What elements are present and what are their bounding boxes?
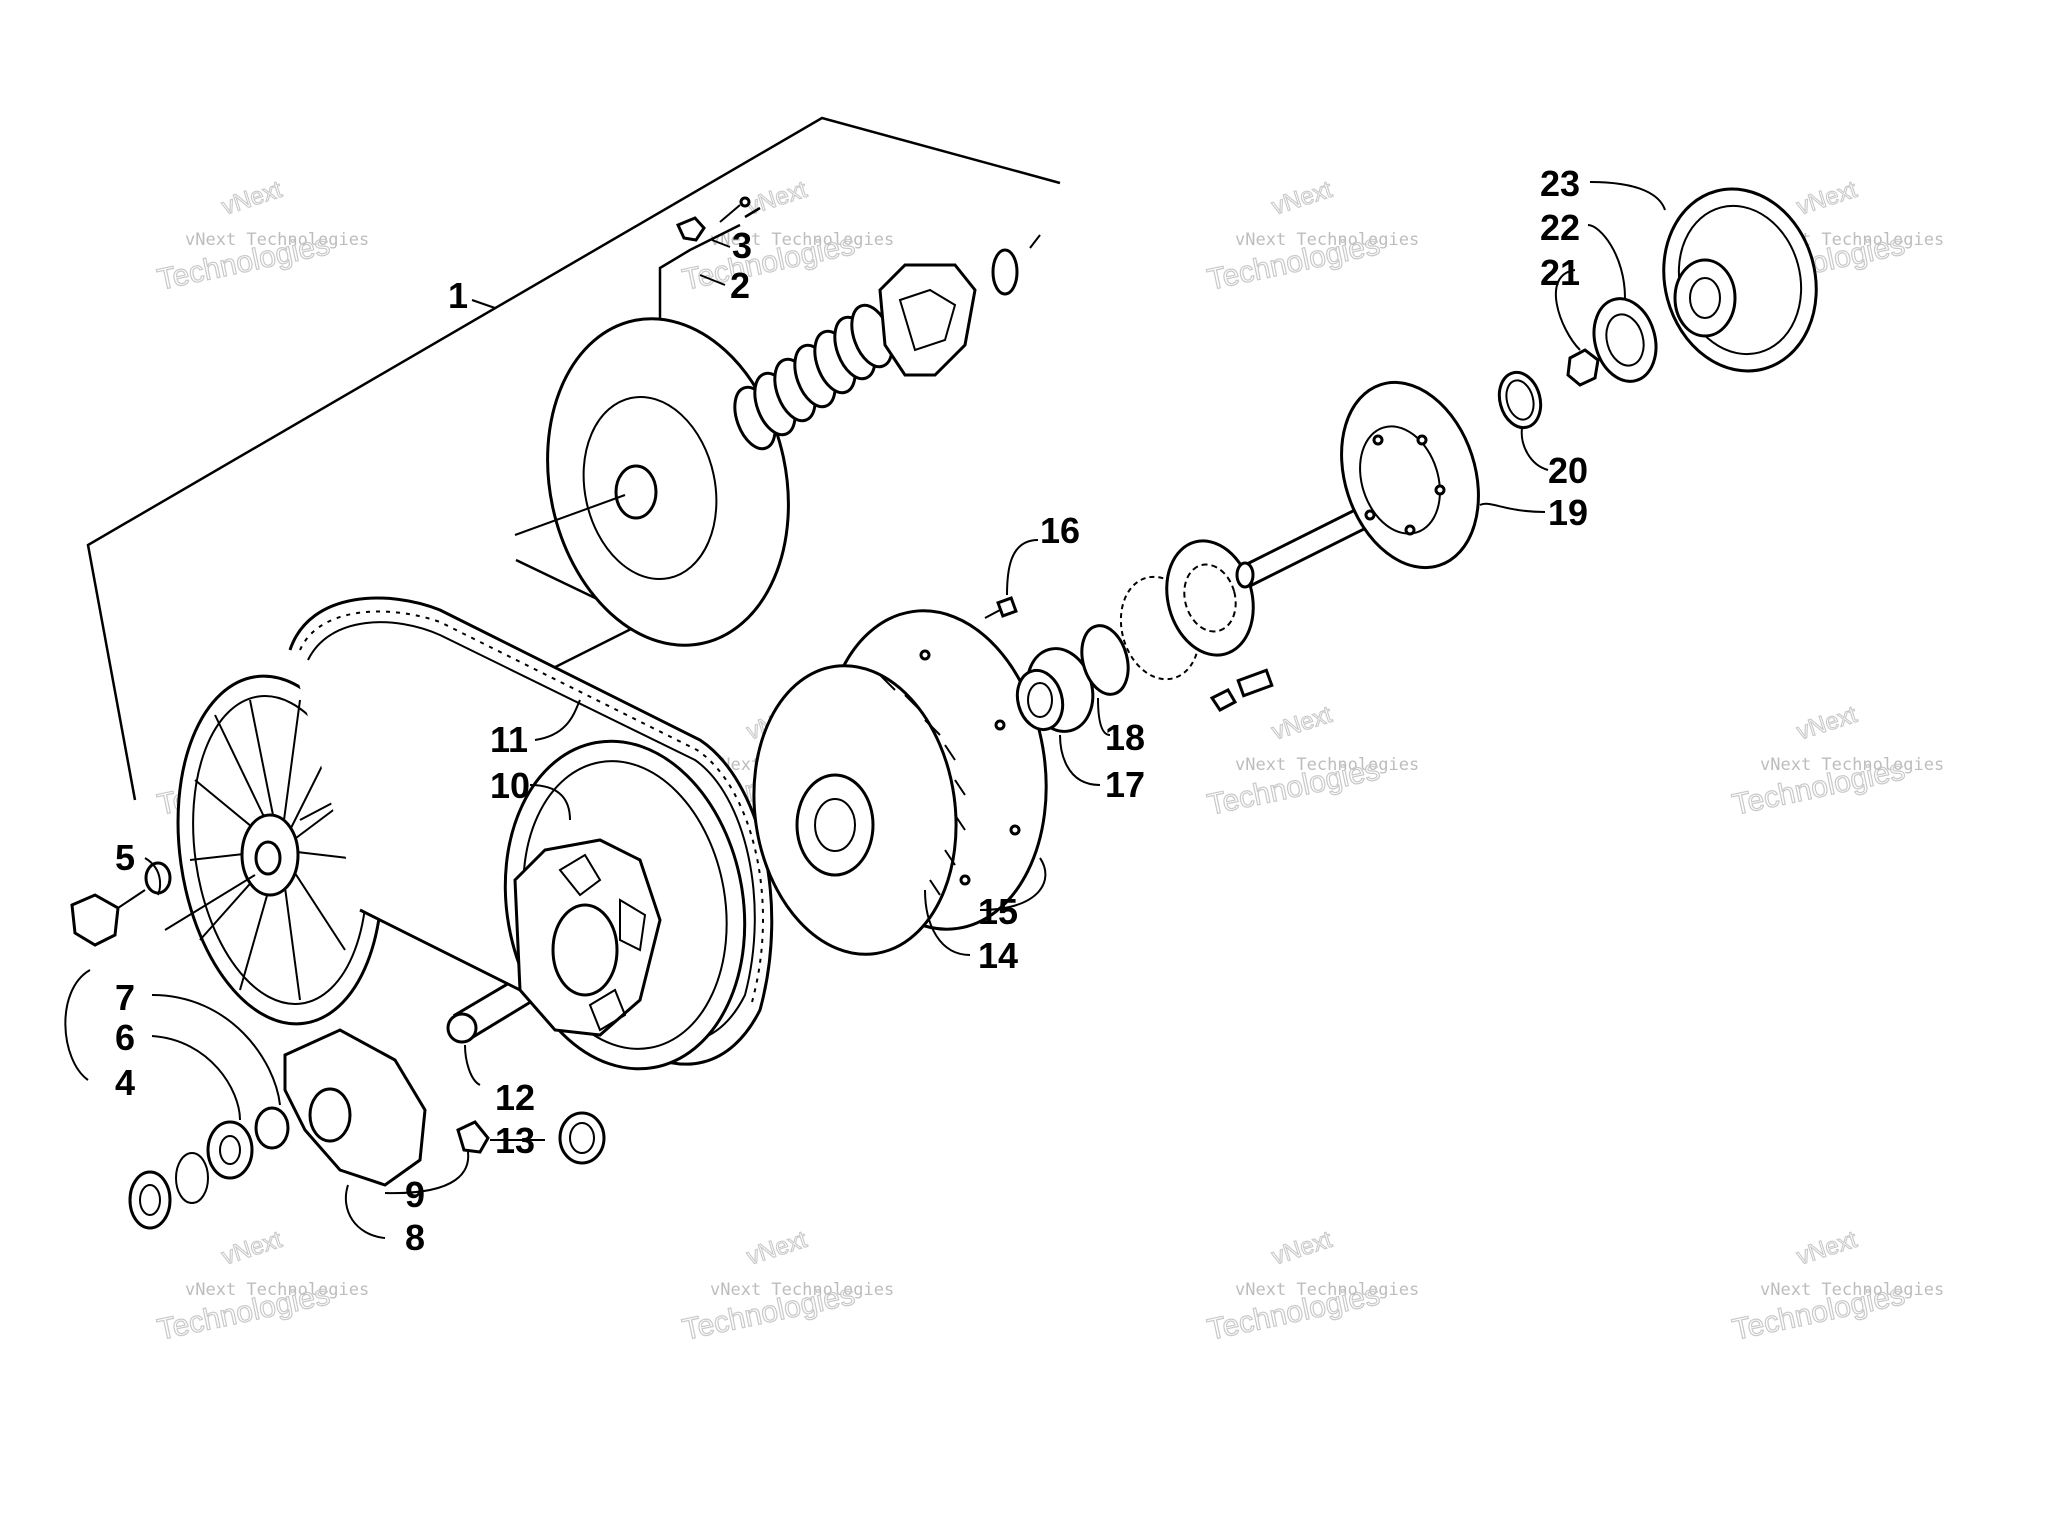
svg-text:vNext: vNext — [219, 176, 286, 221]
assembly-bracket-line — [86, 116, 1061, 801]
slider-button — [456, 1120, 490, 1154]
svg-text:vNext: vNext — [1794, 701, 1861, 746]
svg-text:vNext: vNext — [1794, 176, 1861, 221]
svg-text:vNext: vNext — [1269, 701, 1336, 746]
driven-sheave-movable — [503, 739, 747, 1071]
callout-16: 16 — [1040, 510, 1080, 551]
spring-axis — [1029, 234, 1041, 249]
svg-text:vNext Technologies: vNext Technologies — [1760, 755, 1944, 775]
watermark: vNext vNext Technologies Technologies — [1204, 700, 1419, 822]
callout-14: 14 — [978, 935, 1018, 976]
hex-nut — [70, 889, 146, 947]
svg-text:vNext: vNext — [744, 176, 811, 221]
callout-3: 3 — [732, 225, 752, 266]
o-ring-small — [144, 861, 172, 895]
retaining-ring — [175, 1152, 209, 1204]
callout-10: 10 — [490, 765, 530, 806]
drive-nut — [206, 1120, 254, 1180]
watermark: vNext vNext Technologies Technologies — [679, 1225, 894, 1347]
svg-text:vNext: vNext — [744, 1226, 811, 1271]
bushing-13 — [558, 1111, 606, 1165]
callout-labels: 1 2 3 4 5 6 7 8 9 10 11 12 13 14 15 16 1… — [115, 163, 1588, 1258]
callout-4: 4 — [115, 1062, 135, 1103]
callout-8: 8 — [405, 1217, 425, 1258]
svg-text:vNext Technologies: vNext Technologies — [710, 230, 894, 250]
svg-text:vNext Technologies: vNext Technologies — [1235, 1280, 1419, 1300]
callout-23: 23 — [1540, 163, 1580, 204]
callout-18: 18 — [1105, 717, 1145, 758]
svg-text:vNext: vNext — [1269, 1226, 1336, 1271]
callout-2: 2 — [730, 265, 750, 306]
callout-20: 20 — [1548, 450, 1588, 491]
callout-17: 17 — [1105, 764, 1145, 805]
callout-19: 19 — [1548, 492, 1588, 533]
drive-sheave-fixed — [752, 609, 1048, 956]
callout-22: 22 — [1540, 207, 1580, 248]
callout-13: 13 — [495, 1120, 535, 1161]
movable-sheave — [514, 317, 790, 647]
callout-9: 9 — [405, 1174, 425, 1215]
callout-11: 11 — [490, 719, 528, 760]
screw — [984, 596, 1018, 619]
roller-clip — [675, 196, 751, 242]
callout-12: 12 — [495, 1077, 535, 1118]
watermark: vNext vNext Technologies Technologies — [154, 1225, 369, 1347]
watermark: vNext vNext Technologies Technologies — [1729, 1225, 1944, 1347]
assembly-bracket-inner-2 — [658, 206, 761, 345]
callout-5: 5 — [115, 837, 135, 878]
callout-1: 1 — [448, 275, 468, 316]
output-shaft — [1235, 380, 1480, 589]
svg-text:vNext Technologies: vNext Technologies — [1235, 755, 1419, 775]
watermark: vNext vNext Technologies Technologies — [154, 175, 369, 297]
driven-cam — [283, 1028, 427, 1187]
callout-15: 15 — [978, 891, 1018, 932]
bolt — [1209, 668, 1274, 712]
callout-6: 6 — [115, 1017, 135, 1058]
svg-text:vNext Technologies: vNext Technologies — [1235, 230, 1419, 250]
one-way-bearing — [1592, 297, 1658, 383]
svg-text:vNext Technologies: vNext Technologies — [1760, 1280, 1944, 1300]
centrifugal-clutch — [1662, 187, 1818, 373]
callout-21: 21 — [1540, 252, 1580, 293]
svg-text:vNext: vNext — [219, 1226, 286, 1271]
washer — [254, 1106, 290, 1150]
ball-bearing — [1165, 539, 1255, 657]
watermark: vNext vNext Technologies Technologies — [1729, 700, 1944, 822]
drive-spider — [878, 248, 1019, 377]
drive-spring — [733, 303, 894, 451]
watermark: vNext vNext Technologies Technologies — [1204, 175, 1419, 297]
spacer-bushing — [1015, 647, 1095, 733]
svg-text:vNext: vNext — [1269, 176, 1336, 221]
svg-text:vNext Technologies: vNext Technologies — [185, 1280, 369, 1300]
callout-7: 7 — [115, 977, 135, 1018]
o-ring — [1080, 624, 1130, 696]
watermark: vNext vNext Technologies Technologies — [1204, 1225, 1419, 1347]
thrust-washer — [1497, 370, 1543, 430]
clutch-nut — [1566, 348, 1600, 387]
svg-text:vNext Technologies: vNext Technologies — [185, 230, 369, 250]
leader-lines — [64, 181, 1666, 1239]
svg-text:vNext Technologies: vNext Technologies — [710, 1280, 894, 1300]
svg-text:vNext: vNext — [1794, 1226, 1861, 1271]
bearing-small — [128, 1170, 172, 1230]
